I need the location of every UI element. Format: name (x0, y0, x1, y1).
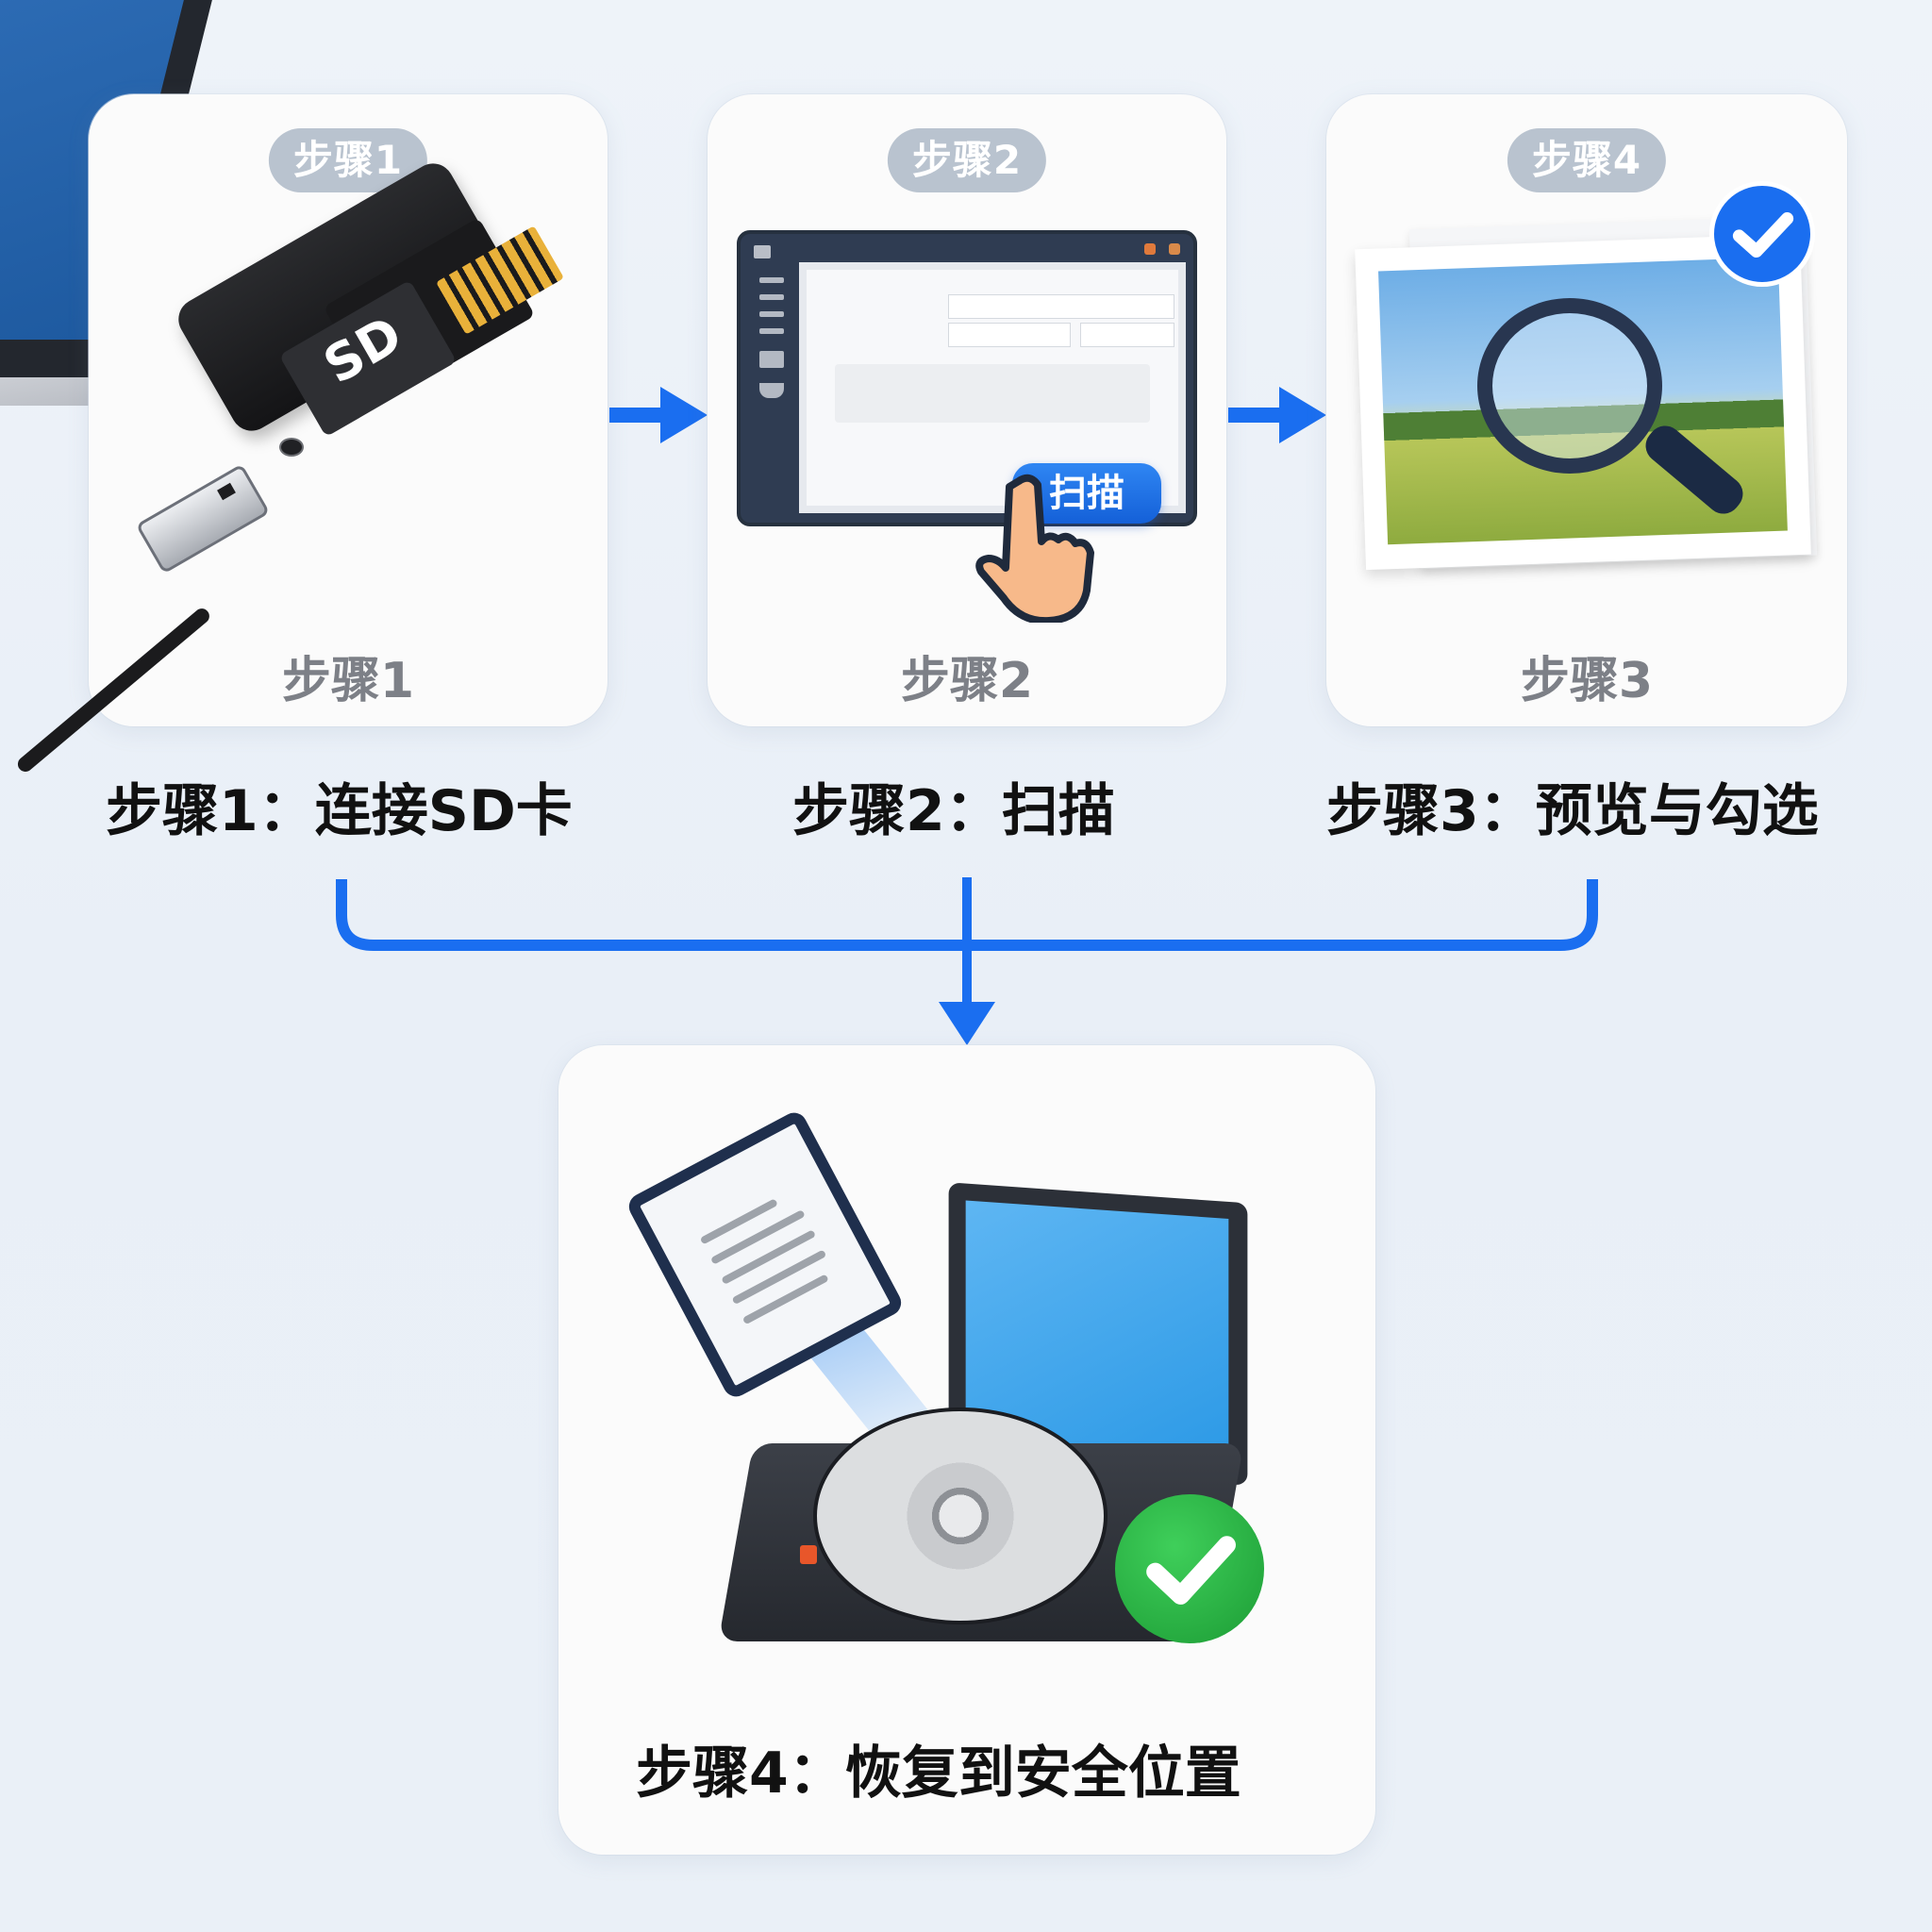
step-badge: 步骤4 (1507, 128, 1667, 192)
app-logo-icon (754, 245, 771, 258)
sidebar-menu-line (759, 277, 784, 283)
app-content-area: 扫描 (799, 262, 1186, 524)
arrow-head-icon (1279, 387, 1326, 443)
arrow-step1-to-step2 (609, 408, 662, 423)
sidebar-menu-line (759, 294, 784, 300)
step-caption: 步骤1 (281, 653, 415, 709)
step-caption: 步骤2 (900, 653, 1034, 709)
path-field (948, 294, 1174, 319)
step-badge: 步骤2 (887, 128, 1047, 192)
option-field (1080, 323, 1174, 347)
drive-led-icon (800, 1545, 817, 1564)
disc-platter-icon (813, 1407, 1108, 1624)
arrow-head-icon (660, 387, 708, 443)
step-caption: 步骤3 (1520, 653, 1654, 709)
sidebar-menu-line (759, 311, 784, 317)
app-window-illustration: 扫描 (737, 230, 1197, 526)
options-panel (835, 364, 1150, 423)
arrow-step2-to-step3 (1228, 408, 1281, 423)
window-control-icon (1144, 243, 1156, 255)
pointing-hand-icon (975, 474, 1094, 623)
sidebar-menu-line (759, 328, 784, 334)
drive-field (948, 323, 1071, 347)
blue-check-icon (1709, 181, 1815, 287)
magnifier-icon (1477, 298, 1662, 474)
sidebar-icon (759, 351, 784, 368)
green-check-icon (1115, 1494, 1264, 1643)
window-control-icon (1169, 243, 1180, 255)
step-title-1: 步骤1：连接SD卡 (106, 778, 573, 844)
step-title-4: 步骤4：恢复到安全位置 (636, 1740, 1241, 1807)
step-title-2: 步骤2：扫描 (792, 778, 1115, 844)
reader-led-icon (279, 438, 304, 457)
sidebar-shield-icon (759, 383, 784, 398)
step-title-3: 步骤3：预览与勾选 (1326, 778, 1819, 844)
bracket-connector-to-step4 (336, 877, 1598, 1045)
